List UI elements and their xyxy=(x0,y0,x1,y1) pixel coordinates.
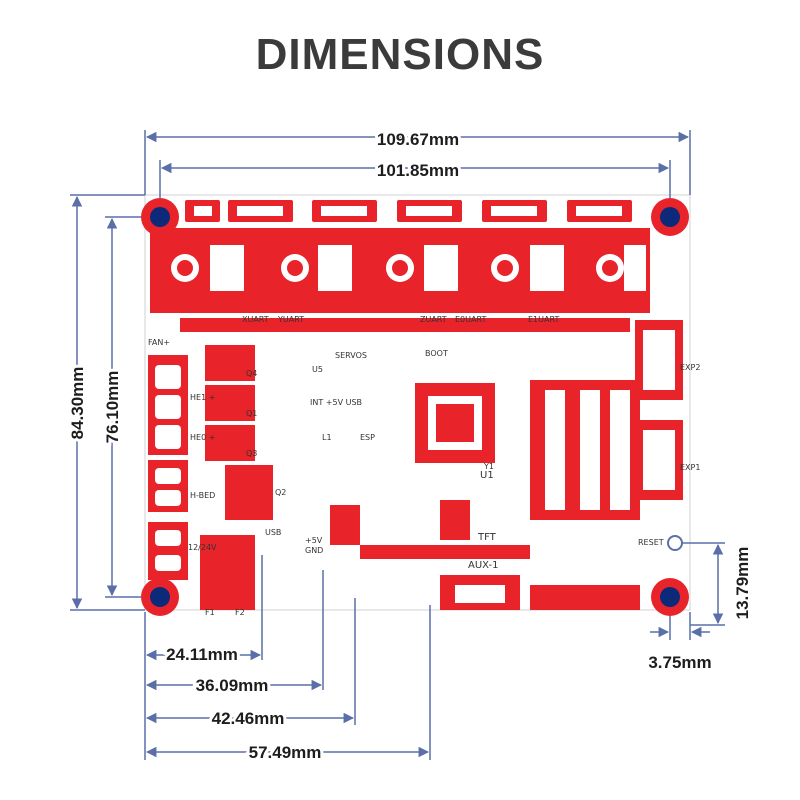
label-y1: Y1 xyxy=(483,462,494,471)
pcb-board: X Y Z E0 E1 FAN+ SERVOS BOOT U1 U5 HE1 +… xyxy=(141,194,700,617)
mounting-hole-top-left xyxy=(141,198,179,236)
label-exp1: EXP1 xyxy=(680,463,700,472)
mounting-hole-top-right xyxy=(651,198,689,236)
label-y: Y xyxy=(380,204,388,217)
dim-aux-offset: 57.49mm xyxy=(249,743,322,762)
dim-connector-offset: 42.46mm xyxy=(212,709,285,728)
label-e0: E0 xyxy=(549,204,563,217)
label-fan: FAN+ xyxy=(148,338,170,347)
label-he0: HE0 + xyxy=(190,433,215,442)
label-plus5v: +5V xyxy=(305,536,323,545)
label-f2: F2 xyxy=(235,608,245,617)
label-exp2: EXP2 xyxy=(680,363,700,372)
label-gnd: GND xyxy=(305,546,323,555)
label-x: X xyxy=(298,204,306,217)
label-e1: E1 xyxy=(634,204,648,217)
label-power: 12/24V xyxy=(188,543,217,552)
dim-hole-span-height: 76.10mm xyxy=(103,371,122,444)
label-usb: USB xyxy=(265,528,281,537)
dim-sd-offset: 36.09mm xyxy=(196,676,269,695)
label-e0uart: E0UART xyxy=(455,315,486,324)
dim-overall-width: 109.67mm xyxy=(377,130,459,149)
dim-usb-offset: 24.11mm xyxy=(166,645,238,664)
label-hbed: H-BED xyxy=(190,491,215,500)
label-xuart: XUART xyxy=(242,315,269,324)
label-int5v: INT +5V USB xyxy=(310,398,362,407)
label-f1: F1 xyxy=(205,608,215,617)
dim-reset-offset: 13.79mm xyxy=(733,547,752,620)
reset-button-icon xyxy=(667,535,683,551)
label-zuart: ZUART xyxy=(420,315,447,324)
label-q4: Q4 xyxy=(246,369,257,378)
label-yuart: YUART xyxy=(277,315,304,324)
dim-hole-edge-offset: 3.75mm xyxy=(648,653,711,672)
label-tft: TFT xyxy=(477,532,497,543)
label-u5: U5 xyxy=(312,365,323,374)
label-u1: U1 xyxy=(480,470,494,481)
label-esp: ESP xyxy=(360,433,375,442)
label-z: Z xyxy=(465,204,473,217)
label-e1uart: E1UART xyxy=(528,315,559,324)
dimension-lines xyxy=(70,130,725,760)
label-q1: Q1 xyxy=(246,409,257,418)
dim-hole-span-width: 101.85mm xyxy=(377,161,459,180)
label-aux1: AUX-1 xyxy=(468,560,498,571)
page-title: DIMENSIONS xyxy=(255,30,545,79)
dim-overall-height: 84.30mm xyxy=(68,367,87,440)
label-boot: BOOT xyxy=(425,349,448,358)
label-he1: HE1 + xyxy=(190,393,215,402)
label-servos: SERVOS xyxy=(335,351,367,360)
mounting-hole-bottom-right xyxy=(651,578,689,616)
label-q3: Q3 xyxy=(246,449,257,458)
mounting-hole-bottom-left xyxy=(141,578,179,616)
label-q2: Q2 xyxy=(275,488,286,497)
label-reset: RESET xyxy=(638,538,664,547)
label-l1: L1 xyxy=(322,433,332,442)
